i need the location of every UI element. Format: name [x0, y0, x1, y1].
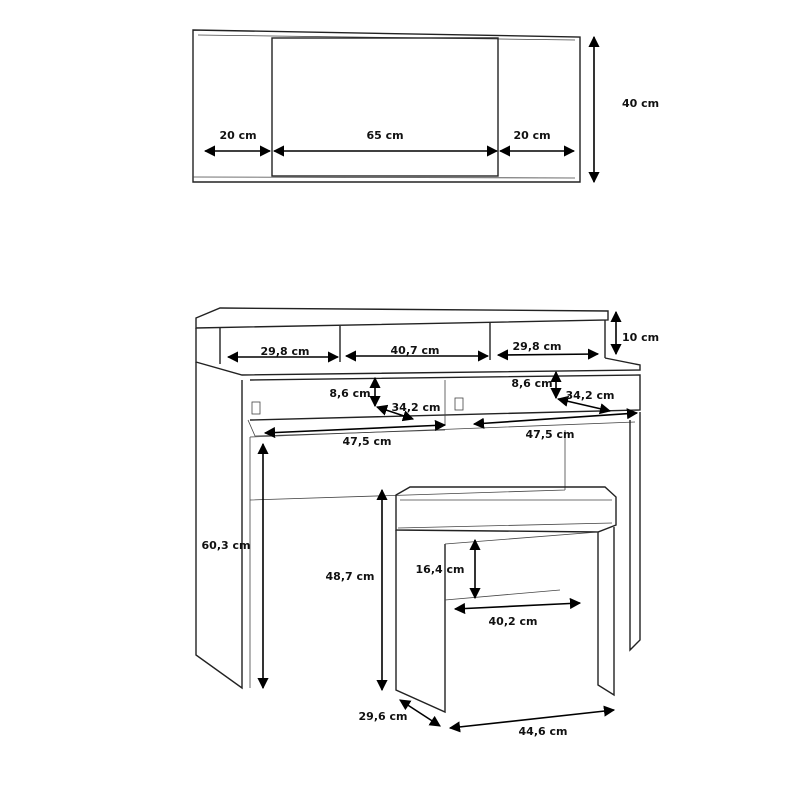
stool-width-label: 44,6 cm	[519, 725, 568, 738]
mirror-center-width-label: 65 cm	[366, 129, 403, 142]
drawer-right-depth-label: 34,2 cm	[566, 389, 615, 402]
drawer-left-height-label: 8,6 cm	[329, 387, 370, 400]
drawer-right-height-label: 8,6 cm	[511, 377, 552, 390]
console-table-drawing	[195, 307, 641, 690]
stool-drawing	[376, 486, 617, 733]
drawer-left-width-label: 47,5 cm	[343, 435, 392, 448]
mirror-drawing	[192, 29, 600, 184]
drawer-right-width-label: 47,5 cm	[526, 428, 575, 441]
shelf-right-width-label: 29,8 cm	[513, 340, 562, 353]
shelf-center-width-label: 40,7 cm	[391, 344, 440, 357]
stool-depth-label: 29,6 cm	[359, 710, 408, 723]
stool-inner-height-label: 16,4 cm	[416, 563, 465, 576]
mirror-right-width-label: 20 cm	[513, 129, 550, 142]
shelf-height-label: 10 cm	[622, 331, 659, 344]
mirror-height-label: 40 cm	[622, 97, 659, 110]
mirror-left-width-label: 20 cm	[219, 129, 256, 142]
stool-height-label: 48,7 cm	[326, 570, 375, 583]
shelf-left-width-label: 29,8 cm	[261, 345, 310, 358]
drawer-left-depth-label: 34,2 cm	[392, 401, 441, 414]
stool-inner-width-label: 40,2 cm	[489, 615, 538, 628]
knee-height-label: 60,3 cm	[202, 539, 251, 552]
